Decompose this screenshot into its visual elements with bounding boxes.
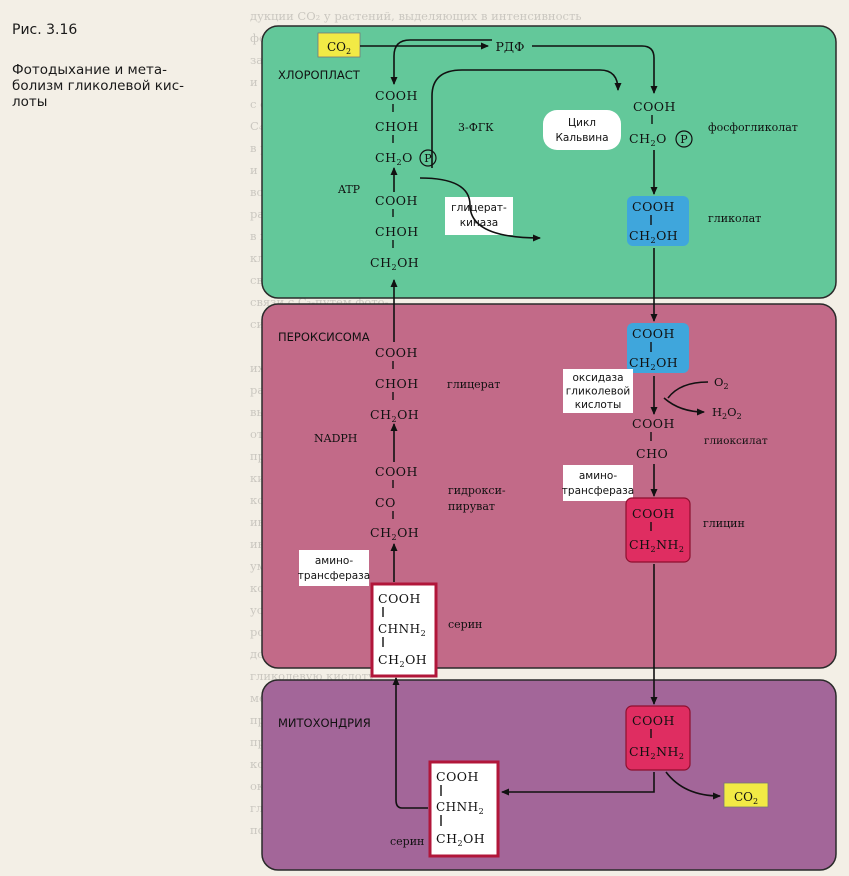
serine-perox-box — [370, 582, 438, 678]
glycerate-perox-formula: CHOH — [375, 376, 419, 391]
o2-label: O2 — [714, 375, 729, 391]
arrow-glycine-to-serine-mito — [501, 772, 655, 796]
co2-bottom-label: CO2 — [734, 790, 758, 806]
glycolate-box — [627, 196, 689, 246]
calvin-cycle-label: Цикл — [568, 117, 596, 129]
pga-label: 3-ФГК — [458, 121, 494, 134]
compartment-label-peroxisome: ПЕРОКСИСОМА — [278, 330, 370, 344]
calvin-cycle-box — [543, 110, 621, 150]
pga-phosphate-circle — [419, 149, 437, 167]
pga-formula: CH2O — [375, 150, 413, 167]
chloroplast-panel — [261, 25, 837, 299]
serine-mito-formula: CH2OH — [436, 831, 485, 848]
serine-perox-formula: COOH — [378, 591, 421, 606]
figure-caption-line: лоты — [12, 94, 48, 110]
serine-mito-formula: CHNH2 — [436, 800, 484, 816]
glycolate-oxidase-label: кислоты — [575, 399, 621, 411]
figure-title: Рис. 3.16 — [12, 22, 78, 38]
arrow-rdf-to-pga — [390, 39, 492, 85]
glycolate-perox-formula: CH2OH — [629, 355, 678, 372]
compartment-label-chloroplast: ХЛОРОПЛАСТ — [278, 68, 361, 82]
serine-mito-formula: COOH — [436, 769, 479, 784]
phosphoglycolate-phosphate: P — [680, 133, 688, 146]
h2o2-label: H2O2 — [712, 405, 742, 421]
nadph-label: NADPH — [314, 432, 357, 445]
arrow-glycine-to-co2 — [665, 771, 721, 800]
glyoxylate-formula: COOH — [632, 416, 675, 431]
glycolate-oxidase-label: гликолевой — [566, 386, 630, 398]
phosphoglycolate-phosphate-circle — [675, 130, 693, 148]
glycine-mito-box — [625, 705, 691, 771]
pga-phosphate: P — [424, 152, 432, 165]
arrow-o2-in — [667, 381, 709, 399]
hydroxypyruvate-formula: CO — [375, 495, 396, 510]
glycerate-chl-formula: CHOH — [375, 224, 419, 239]
arrow-kinase-path — [419, 177, 541, 242]
serine-perox-formula: CHNH2 — [378, 622, 426, 638]
mitochondrion-panel — [261, 679, 837, 871]
aminotransferase-1-label: амино- — [579, 470, 617, 482]
glycine-box — [625, 497, 691, 563]
hydroxypyruvate-formula: CH2OH — [370, 525, 419, 542]
phosphoglycolate-formula: COOH — [633, 99, 676, 114]
glycerate-label: глицерат — [447, 378, 500, 391]
rdf-label: РДФ — [496, 39, 525, 54]
aminotransferase-2-label: трансфераза — [298, 570, 370, 582]
glycerate-kinase-label: глицерат- — [451, 202, 507, 214]
hydroxypyruvate-label: гидрокси- — [448, 484, 506, 497]
glycerate-kinase-label-box — [445, 197, 513, 235]
co2-top-box — [317, 32, 361, 58]
glycerate-chl-formula: COOH — [375, 193, 418, 208]
atp-label: ATP — [337, 183, 361, 196]
arrow-calvin-cycle — [431, 69, 622, 168]
figure-caption-line: Фотодыхание и мета- — [12, 62, 168, 78]
serine-mito-box — [428, 760, 500, 858]
calvin-cycle-label: Кальвина — [555, 132, 608, 144]
hydroxypyruvate-label: пируват — [448, 500, 495, 513]
pga-formula: COOH — [375, 88, 418, 103]
glycolate-oxidase-label-box — [563, 369, 633, 413]
serine-perox-formula: CH2OH — [378, 652, 427, 669]
glycolate-label: гликолат — [708, 212, 761, 225]
glycerate-perox-formula: CH2OH — [370, 407, 419, 424]
pga-formula: CHOH — [375, 119, 419, 134]
glycerate-chl-formula: CH2OH — [370, 255, 419, 272]
co2-top-label: CO2 — [327, 40, 351, 56]
aminotransferase-2-label: амино- — [315, 555, 353, 567]
glycine-label: глицин — [703, 517, 745, 530]
glycolate-formula: CH2OH — [629, 228, 678, 245]
glycolate-perox-formula: COOH — [632, 326, 675, 341]
arrow-h2o2-out — [663, 397, 705, 416]
serine-perox-label: серин — [448, 618, 482, 631]
glycine-formula: COOH — [632, 506, 675, 521]
aminotransferase-1-label-box — [563, 465, 633, 501]
figure-caption: Фотодыхание и мета-болизм гликолевой кис… — [12, 62, 242, 110]
glycolate-formula: COOH — [632, 199, 675, 214]
arrow-serine-mito-to-perox — [392, 677, 428, 809]
phosphoglycolate-label: фосфогликолат — [708, 121, 798, 134]
co2-bottom-box — [723, 782, 769, 808]
glyoxylate-formula: CHO — [636, 446, 668, 461]
hydroxypyruvate-formula: COOH — [375, 464, 418, 479]
glyoxylate-label: глиоксилат — [704, 435, 768, 447]
aminotransferase-2-label-box — [299, 550, 369, 586]
arrow-rdf-to-phosphoglycolate — [532, 45, 658, 94]
aminotransferase-1-label: трансфераза — [562, 485, 634, 497]
phosphoglycolate-formula: CH2O — [629, 131, 667, 148]
glycolate-oxidase-label: оксидаза — [572, 372, 623, 384]
peroxisome-panel — [261, 303, 837, 669]
compartment-label-mitochondrion: МИТОХОНДРИЯ — [278, 716, 371, 730]
glycine-mito-formula: COOH — [632, 713, 675, 728]
glycine-formula: CH2NH2 — [629, 537, 685, 554]
figure-caption-line: болизм гликолевой кис- — [12, 78, 184, 94]
glycerate-kinase-label: киназа — [460, 217, 498, 229]
glycerate-perox-formula: COOH — [375, 345, 418, 360]
glycolate-perox-box — [627, 323, 689, 373]
serine-mito-label: серин — [390, 835, 424, 848]
glycine-mito-formula: CH2NH2 — [629, 744, 685, 761]
